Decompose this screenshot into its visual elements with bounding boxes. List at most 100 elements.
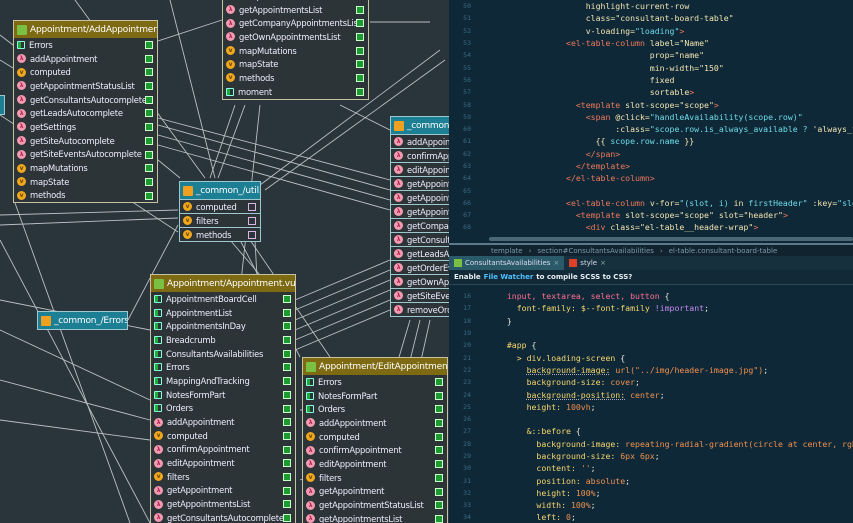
- code-line[interactable]: 34 left: 0;: [449, 511, 853, 523]
- module-box-add-appointment[interactable]: Appointment/AddAppointment.vueErrorsλadd…: [13, 20, 158, 204]
- code-line[interactable]: 62 </span>: [449, 148, 853, 160]
- code-line[interactable]: 52 v-loading="loading">: [449, 25, 853, 37]
- breadcrumb-item[interactable]: section#ConsultantsAvailabilities: [537, 246, 654, 255]
- module-box-common-api[interactable]: _common_λaddAppointmentλconfirmAppointme…: [390, 116, 450, 317]
- box-member[interactable]: λremoveOrder: [391, 302, 450, 316]
- module-box-offscreen[interactable]: [0, 95, 5, 115]
- file-watcher-link[interactable]: File Watcher: [483, 273, 534, 281]
- code-line[interactable]: 58 <template slot-scope="scope">: [449, 98, 853, 110]
- tab-style[interactable]: style ×: [564, 256, 611, 270]
- module-box-edit-appointment[interactable]: Appointment/EditAppointment.vueErrorsNot…: [302, 357, 448, 523]
- code-line[interactable]: 64 </el-table-column>: [449, 172, 853, 184]
- box-member[interactable]: MappingAndTracking: [151, 374, 295, 388]
- box-header[interactable]: _common_/Errors.js: [38, 312, 127, 329]
- code-line[interactable]: 32 height: 100%;: [449, 487, 853, 499]
- box-member[interactable]: NotesFormPart: [303, 389, 447, 403]
- box-header[interactable]: Appointment/AddAppointment.vue: [14, 21, 157, 38]
- breadcrumb-item[interactable]: el-table.consultant-board-table: [668, 246, 778, 255]
- code-line[interactable]: 63 </template>: [449, 160, 853, 172]
- box-header[interactable]: _common_: [391, 117, 450, 134]
- code-line[interactable]: 33 width: 100%;: [449, 499, 853, 511]
- box-member[interactable]: Errors: [303, 375, 447, 389]
- box-member[interactable]: AppointmentList: [151, 306, 295, 320]
- code-line[interactable]: 16 input, textarea, select, button {: [449, 290, 853, 302]
- code-line[interactable]: 54 prop="name": [449, 49, 853, 61]
- box-member[interactable]: ConsultantsAvailabilities: [151, 347, 295, 361]
- code-line[interactable]: 56 fixed: [449, 74, 853, 86]
- code-line[interactable]: 30 content: '';: [449, 462, 853, 474]
- code-line[interactable]: 25 height: 100vh;: [449, 401, 853, 413]
- code-line[interactable]: 57 sortable>: [449, 86, 853, 98]
- horizontal-scrollbar[interactable]: [489, 237, 853, 241]
- code-line[interactable]: 17 font-family: $--font-family !importan…: [449, 302, 853, 314]
- box-member[interactable]: Orders: [303, 402, 447, 416]
- code-line[interactable]: 23 background-size: cover;: [449, 376, 853, 388]
- box-member[interactable]: λgetOrderEvents: [391, 260, 450, 274]
- box-member[interactable]: moment: [223, 85, 368, 99]
- module-box-appointment-list[interactable]: vcomputedλgetAppointmentsListλgetCompany…: [222, 0, 369, 100]
- code-line[interactable]: 20 #app {: [449, 339, 853, 351]
- box-member[interactable]: Errors: [151, 360, 295, 374]
- code-line[interactable]: 50 highlight-current-row: [449, 0, 853, 12]
- box-member[interactable]: Errors: [14, 38, 157, 52]
- breadcrumb-item[interactable]: template: [491, 246, 523, 255]
- box-header[interactable]: _common_/util.js: [180, 182, 260, 199]
- box-member[interactable]: Orders: [151, 402, 295, 416]
- code-line[interactable]: 65: [449, 184, 853, 196]
- code-line[interactable]: 18 }: [449, 315, 853, 327]
- box-header[interactable]: Appointment/EditAppointment.vue: [303, 358, 447, 375]
- code-line[interactable]: 59 <span @click="handleAvailability(scop…: [449, 111, 853, 123]
- module-box-util-js[interactable]: _common_/util.jsvcomputedvfiltersvmethod…: [179, 181, 261, 242]
- dependency-diagram[interactable]: Appointment/AddAppointment.vueErrorsλadd…: [0, 0, 450, 523]
- code-line[interactable]: 27 &::before {: [449, 425, 853, 437]
- code-line[interactable]: 28 background-image: repeating-radial-gr…: [449, 438, 853, 450]
- code-line[interactable]: 31 position: absolute;: [449, 474, 853, 486]
- code-line[interactable]: 22 background-image: url("../img/header-…: [449, 364, 853, 376]
- box-member[interactable]: AppointmentsInDay: [151, 319, 295, 333]
- tab-consultants-availabilities[interactable]: ConsultantsAvailabilities ×: [449, 256, 565, 270]
- module-box-errors-js[interactable]: _common_/Errors.js: [37, 311, 128, 330]
- code-line[interactable]: 21 > div.loading-screen {: [449, 351, 853, 363]
- code-line[interactable]: 66 <el-table-column v-for="(slot, i) in …: [449, 197, 853, 209]
- code-line[interactable]: 68 <div class="el-table__header-wrap">: [449, 221, 853, 233]
